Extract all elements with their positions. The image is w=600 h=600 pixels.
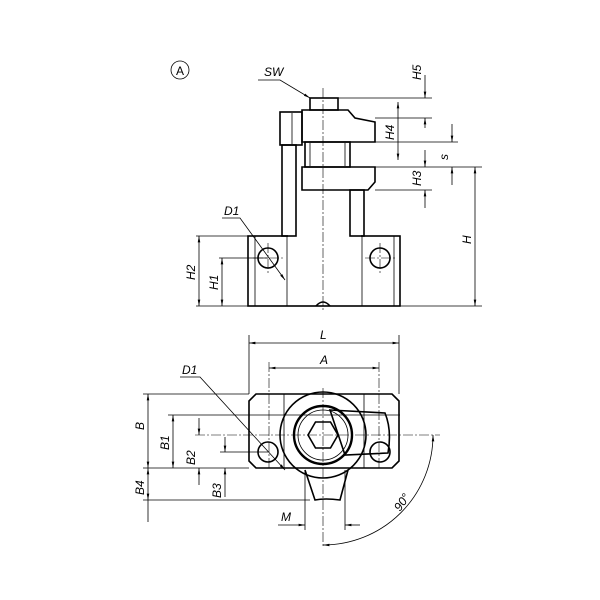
dim-b: B (133, 422, 147, 430)
label-d1-top: D1 (224, 204, 239, 218)
upper-clamp-arm (301, 109, 376, 143)
leader-line-d1 (222, 217, 286, 281)
dim-h1: H1 (207, 275, 221, 290)
dim-b3: B3 (210, 483, 224, 498)
dim-h4: H4 (383, 124, 397, 140)
dim-m: M (281, 510, 291, 524)
dim-h3: H3 (410, 170, 424, 186)
mounting-hole-right-top (369, 441, 391, 463)
dim-b1: B1 (158, 435, 172, 450)
clamp-arm-top (328, 409, 391, 456)
view-marker-label: A (176, 64, 184, 78)
dim-s: s (437, 154, 451, 160)
rotation-angle-arc (322, 434, 435, 547)
leader-line-d1 (180, 376, 286, 471)
side-view: A H5 H4 (170, 60, 482, 312)
view-marker-circle (170, 60, 190, 80)
dim-h5: H5 (410, 64, 424, 80)
dim-b4: B4 (133, 480, 147, 495)
lower-clamp-arm (301, 166, 376, 191)
clamp-stem (304, 141, 351, 168)
dim-a: A (319, 353, 328, 367)
left-post (281, 144, 297, 237)
hex-nut (309, 97, 339, 111)
clamp-side-piece (279, 111, 303, 146)
dim-b2: B2 (184, 450, 198, 465)
dim-l: L (320, 328, 327, 342)
base-opening (288, 234, 361, 238)
dim-h: H (460, 235, 474, 244)
base-block (247, 235, 401, 307)
dim-h2: H2 (184, 264, 198, 280)
dim-angle: 90° (391, 491, 413, 514)
label-sw: SW (264, 65, 285, 79)
top-view: L A B B1 B2 B3 B4 M D1 90° (133, 328, 440, 548)
label-d1-bottom: D1 (182, 363, 197, 377)
right-post (349, 189, 365, 237)
leader-line-sw (258, 79, 311, 99)
